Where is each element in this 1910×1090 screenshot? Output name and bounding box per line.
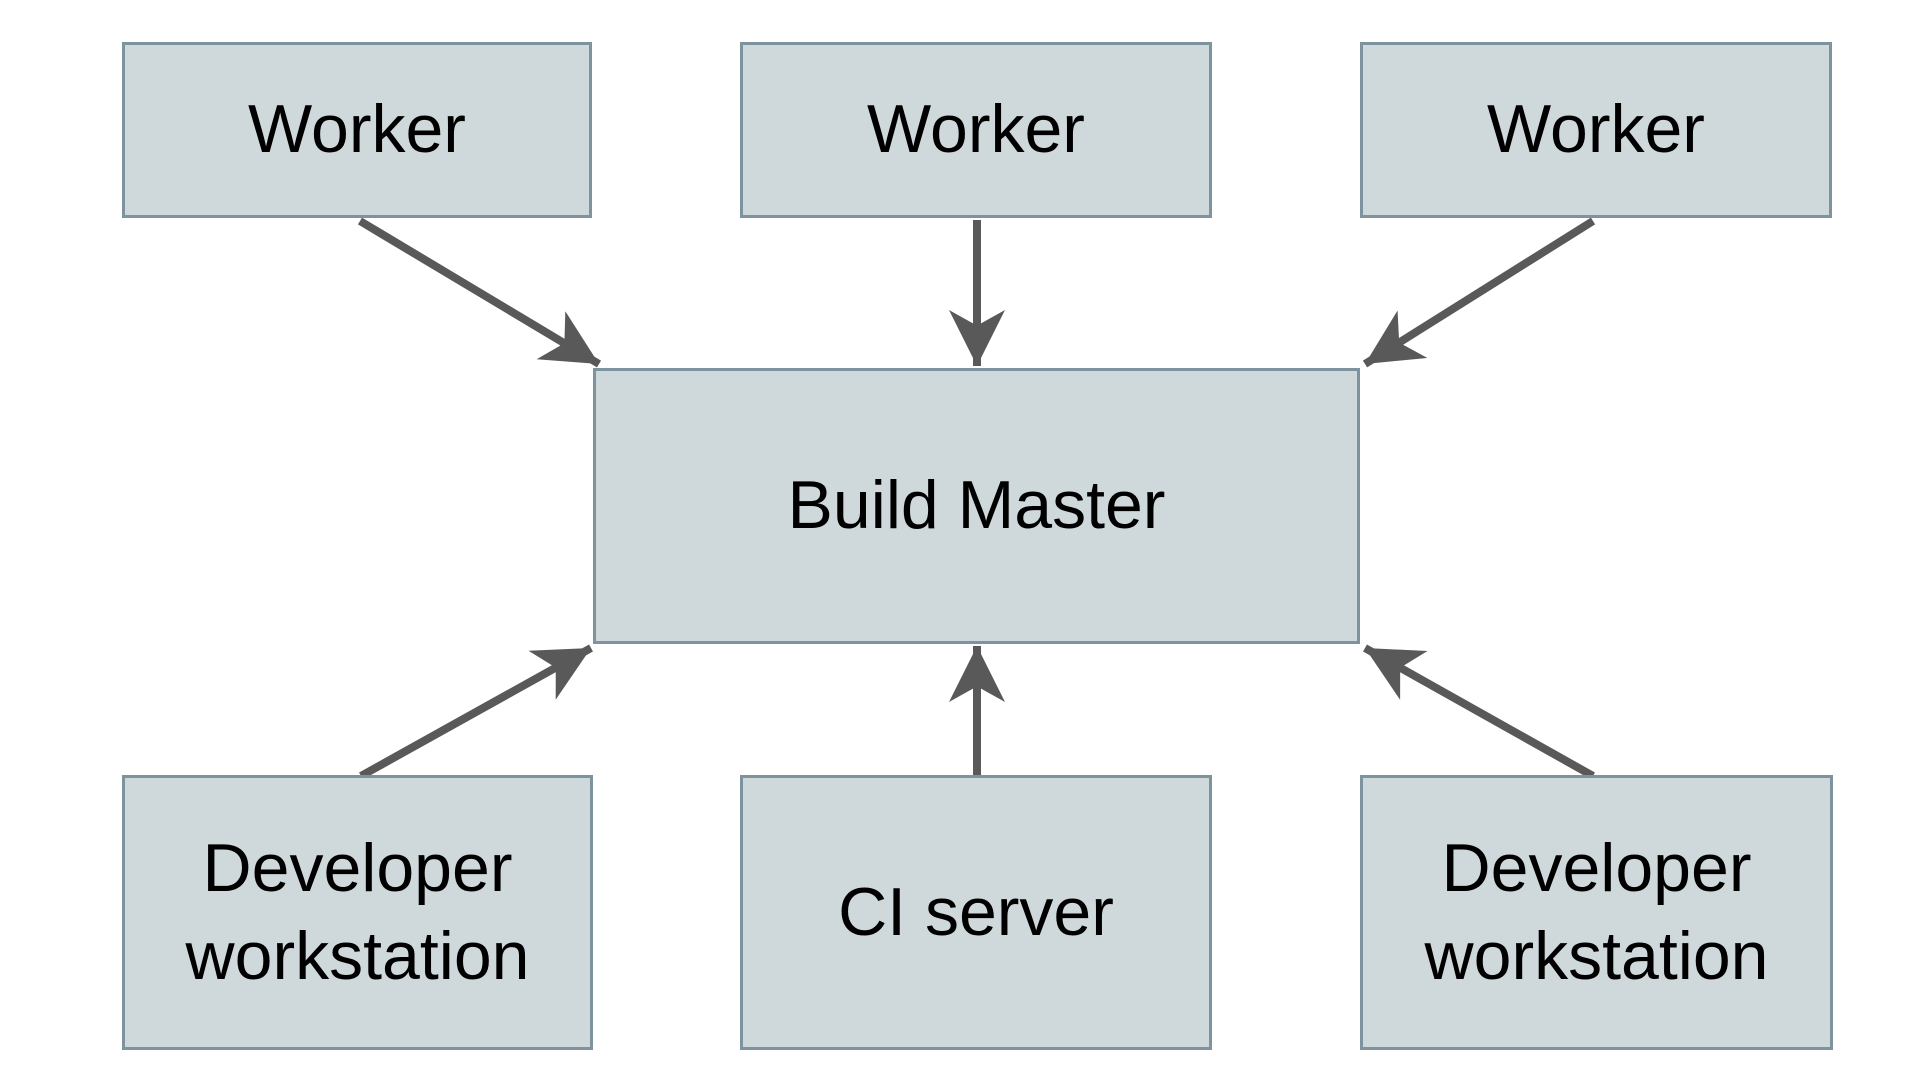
node-worker-2-label: Worker (867, 91, 1085, 168)
node-build-master-label: Build Master (787, 467, 1166, 544)
node-build-master: Build Master (593, 368, 1360, 644)
node-worker-1: Worker (122, 42, 592, 218)
node-developer-workstation-right-label: Developer workstation (1424, 830, 1769, 994)
node-developer-workstation-left-label: Developer workstation (185, 830, 530, 994)
node-developer-workstation-right: Developer workstation (1360, 775, 1833, 1050)
arrow-dev-left-to-build-master (359, 644, 593, 780)
node-worker-3: Worker (1360, 42, 1832, 218)
node-ci-server: CI server (740, 775, 1212, 1050)
node-developer-workstation-left: Developer workstation (122, 775, 593, 1050)
node-worker-2: Worker (740, 42, 1212, 218)
arrow-dev-right-to-build-master (1363, 644, 1595, 780)
arrow-worker-1-to-build-master (357, 217, 602, 368)
node-worker-3-label: Worker (1487, 91, 1705, 168)
node-ci-server-label: CI server (838, 873, 1114, 950)
node-worker-1-label: Worker (248, 91, 466, 168)
arrow-worker-3-to-build-master (1362, 217, 1596, 368)
